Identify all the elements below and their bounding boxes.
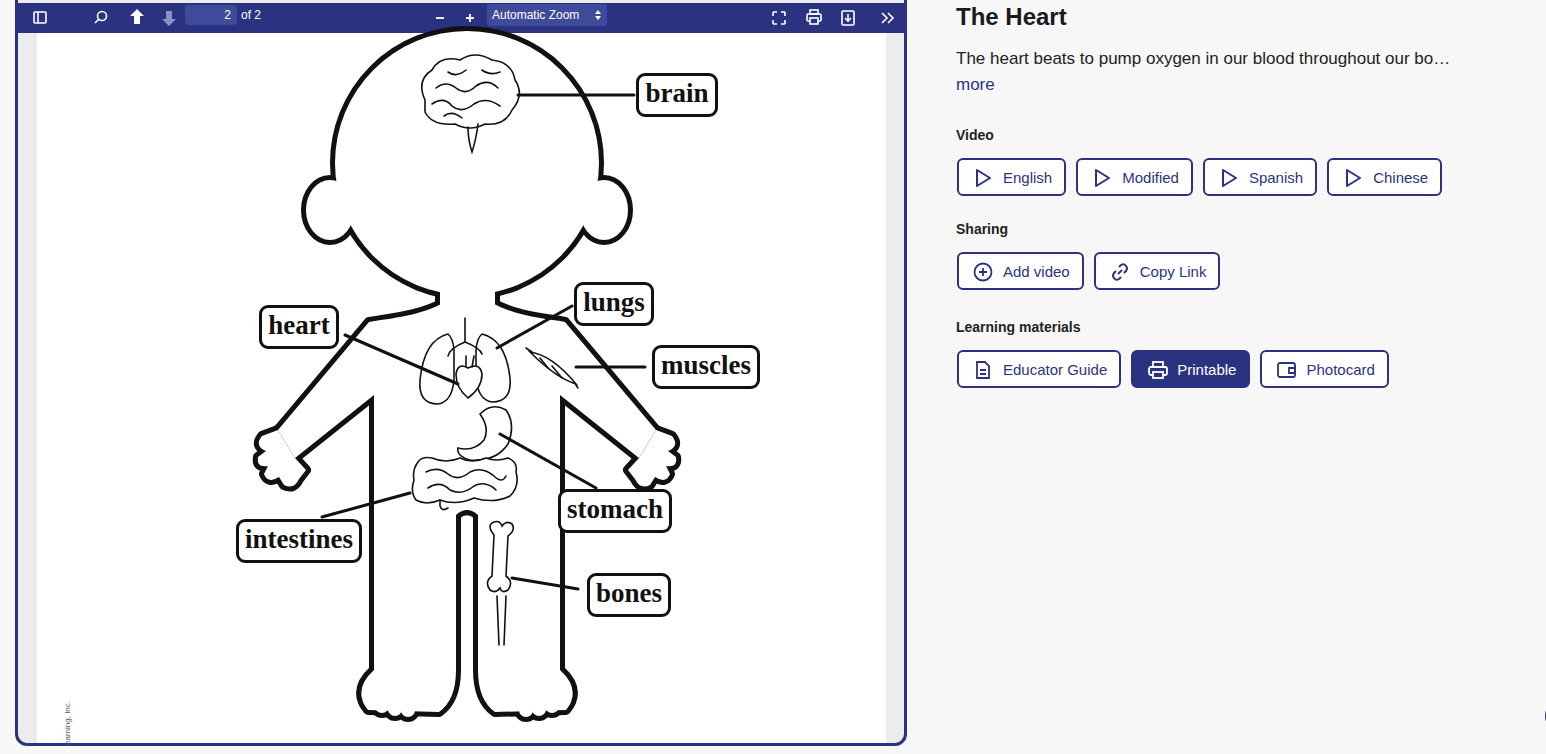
material-button: Add video xyxy=(957,252,1084,290)
copyright-watermark: earning, Inc. xyxy=(63,701,72,745)
organ-label-box: intestines xyxy=(236,519,362,563)
organ-label-box: stomach xyxy=(558,489,672,533)
organ-label-box-text: heart xyxy=(268,310,329,340)
organ-label-box: lungs xyxy=(574,282,654,326)
zoom-select-text: Automatic Zoom xyxy=(492,8,579,22)
material-button-text: Printable xyxy=(1177,361,1236,378)
material-button-text: Chinese xyxy=(1373,169,1428,186)
material-button: English xyxy=(957,158,1066,196)
zoom-select: Automatic Zoom xyxy=(487,4,607,26)
material-button-text: Add video xyxy=(1003,263,1070,280)
material-button: Printable xyxy=(1131,350,1250,388)
material-button: Modified xyxy=(1076,158,1193,196)
material-button: Photocard xyxy=(1260,350,1388,388)
material-button-text: Spanish xyxy=(1249,169,1303,186)
organ-label-box-text: bones xyxy=(596,578,662,608)
page-number-input-text: 2 xyxy=(224,8,231,22)
material-button: Chinese xyxy=(1327,158,1442,196)
organ-label-box-text: muscles xyxy=(661,350,751,380)
material-button-text: Photocard xyxy=(1306,361,1374,378)
material-button-text: Modified xyxy=(1122,169,1179,186)
section-heading: Sharing xyxy=(956,221,1008,237)
organ-label-box-text: intestines xyxy=(245,524,353,554)
organ-label-box-text: lungs xyxy=(583,287,645,317)
material-button-text: Educator Guide xyxy=(1003,361,1107,378)
description: The heart beats to pump oxygen in our bl… xyxy=(956,49,1450,69)
page-number-input: 2 xyxy=(185,5,237,25)
page-title: The Heart xyxy=(956,3,1067,31)
section-heading: Learning materials xyxy=(956,319,1081,335)
material-button: Copy Link xyxy=(1094,252,1221,290)
page-count: of 2 xyxy=(241,8,261,22)
section-heading: Video xyxy=(956,127,994,143)
more-link: more xyxy=(956,75,995,95)
organ-label-box: heart xyxy=(259,305,338,349)
material-button: Spanish xyxy=(1203,158,1317,196)
organ-label-box-text: brain xyxy=(645,78,708,108)
material-button-text: Copy Link xyxy=(1140,263,1207,280)
material-button: Educator Guide xyxy=(957,350,1121,388)
organ-label-box: bones xyxy=(587,573,671,617)
organ-label-box: muscles xyxy=(652,345,760,389)
material-button-text: English xyxy=(1003,169,1052,186)
organ-label-box: brain xyxy=(636,73,717,117)
help-bubble xyxy=(1545,699,1546,733)
organ-label-box-text: stomach xyxy=(567,494,663,524)
